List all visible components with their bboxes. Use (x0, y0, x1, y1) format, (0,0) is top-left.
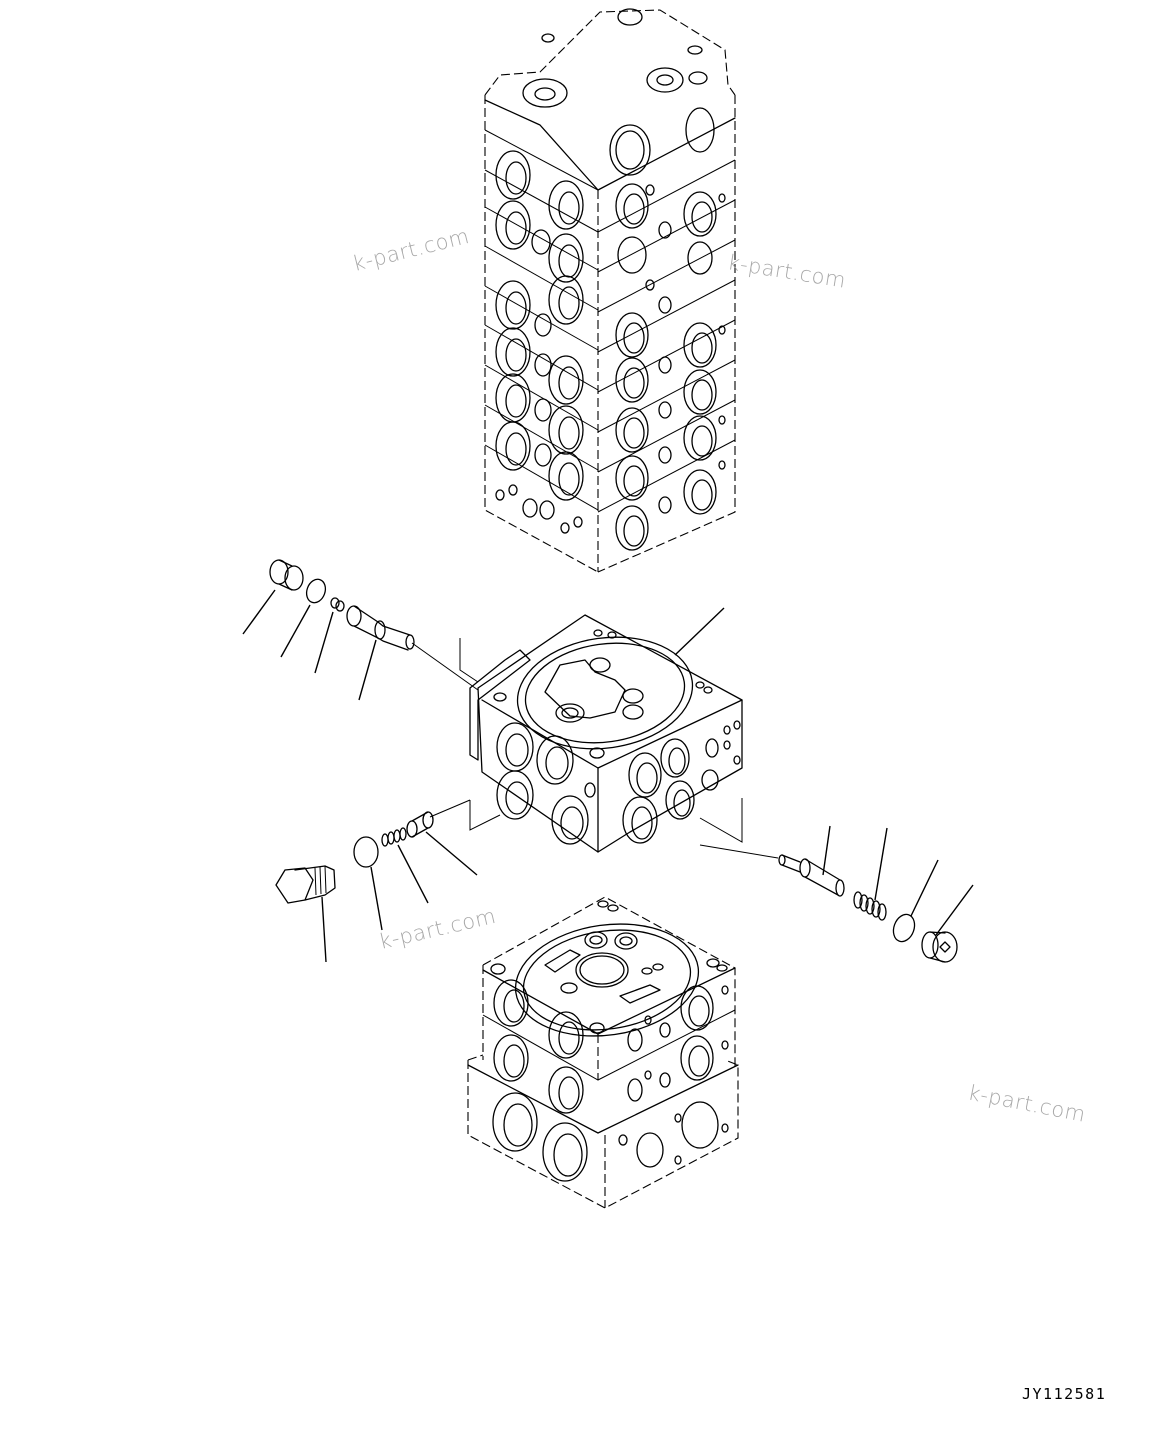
lower-valve-stack (467, 896, 739, 1209)
left-top-valve (346, 605, 479, 701)
drawing-id-label: JY112581 (1022, 1385, 1107, 1403)
valve-section-body (459, 614, 743, 853)
left-bottom-o-ring (353, 836, 383, 931)
left-top-plug (242, 559, 304, 635)
upper-valve-stack (484, 8, 736, 573)
right-spring (853, 827, 888, 921)
left-top-o-ring (280, 578, 327, 658)
right-plug (921, 884, 974, 963)
callout-leader-body (674, 607, 725, 656)
right-spool (699, 825, 845, 897)
left-bottom-spring (381, 827, 429, 904)
left-top-spring (314, 597, 345, 674)
left-bottom-poppet (406, 799, 478, 876)
right-o-ring (892, 859, 939, 943)
left-bottom-plug (275, 865, 336, 963)
